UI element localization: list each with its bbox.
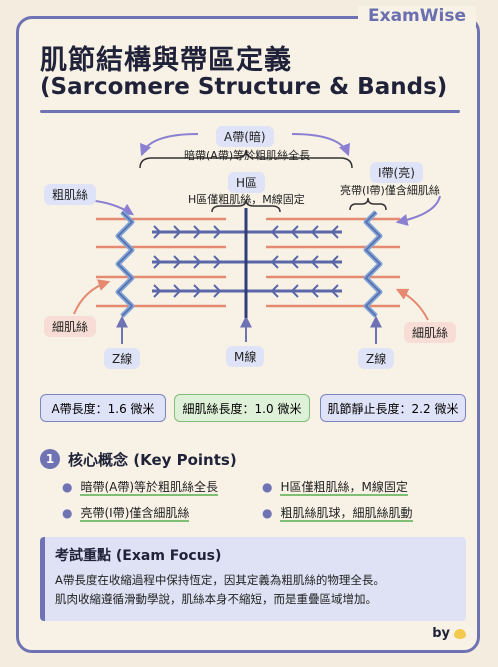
z-line-left (115, 210, 135, 318)
thin-right-arrow (395, 288, 429, 321)
thin-filament-label-right: 細肌絲 (404, 322, 457, 343)
h-zone-title: H區 (228, 172, 266, 193)
i-band-arrow (395, 195, 441, 226)
thin-filaments (96, 217, 400, 308)
a-band-arrow-left (140, 133, 199, 157)
stat-sarcomere-length: 肌節靜止長度：2.2 微米 (320, 394, 466, 422)
key-point-4: ●粗肌絲肌球，細肌絲肌動 (262, 506, 413, 522)
h-zone-desc: H區僅粗肌絲，M線固定 (188, 193, 305, 206)
stat-thin-filament-length: 細肌絲長度：1.0 微米 (174, 394, 310, 422)
lemon-icon (454, 628, 466, 639)
stat-a-band-length: A帶長度：1.6 微米 (40, 394, 166, 422)
thin-filament-label-left: 細肌絲 (44, 316, 97, 337)
key-point-2: ●H區僅粗肌絲，M線固定 (262, 480, 408, 496)
exam-focus-title: 考試重點 (Exam Focus) (55, 548, 222, 564)
brand-logo: ExamWise (358, 6, 476, 26)
a-band-arrow-right (291, 133, 350, 157)
z-line-label-left: Z線 (104, 348, 141, 369)
key-points-number: 1 (40, 449, 60, 469)
byline: by (432, 626, 466, 641)
page-subtitle: (Sarcomere Structure & Bands) (40, 74, 448, 100)
i-band-desc: 亮帶(I帶)僅含細肌絲 (340, 184, 440, 197)
key-point-3: ●亮帶(I帶)僅含細肌絲 (62, 506, 190, 522)
thin-left-arrow (73, 279, 111, 315)
h-zone-brace (211, 199, 281, 213)
i-band-title: I帶(亮) (370, 162, 423, 183)
exam-focus-line-1: A帶長度在收縮過程中保持恆定，因其定義為粗肌絲的物理全長。 (55, 573, 385, 587)
a-band-desc: 暗帶(A帶)等於粗肌絲全長 (184, 149, 311, 162)
myosin-heads (153, 225, 339, 298)
a-band-brace (139, 149, 353, 169)
title-divider (40, 110, 460, 113)
m-line-label: M線 (226, 346, 265, 367)
z-line-right (363, 210, 383, 318)
key-point-1: ●暗帶(A帶)等於粗肌絲全長 (62, 480, 219, 496)
a-band-title: A帶(暗) (216, 126, 274, 147)
thick-filament-label: 粗肌絲 (44, 184, 97, 205)
exam-focus-line-2: 肌肉收縮遵循滑動學說，肌絲本身不縮短，而是重疊區域增加。 (55, 592, 377, 606)
i-band-brace (349, 197, 387, 211)
page-title: 肌節結構與帶區定義 (40, 45, 292, 76)
z-line-label-right: Z線 (358, 348, 395, 369)
z-line-left-inner (116, 211, 134, 317)
z-line-right-inner (364, 211, 382, 317)
exam-focus-box: 考試重點 (Exam Focus) A帶長度在收縮過程中保持恆定，因其定義為粗肌… (40, 537, 466, 621)
key-points-title: 核心概念 (Key Points) (68, 451, 237, 469)
